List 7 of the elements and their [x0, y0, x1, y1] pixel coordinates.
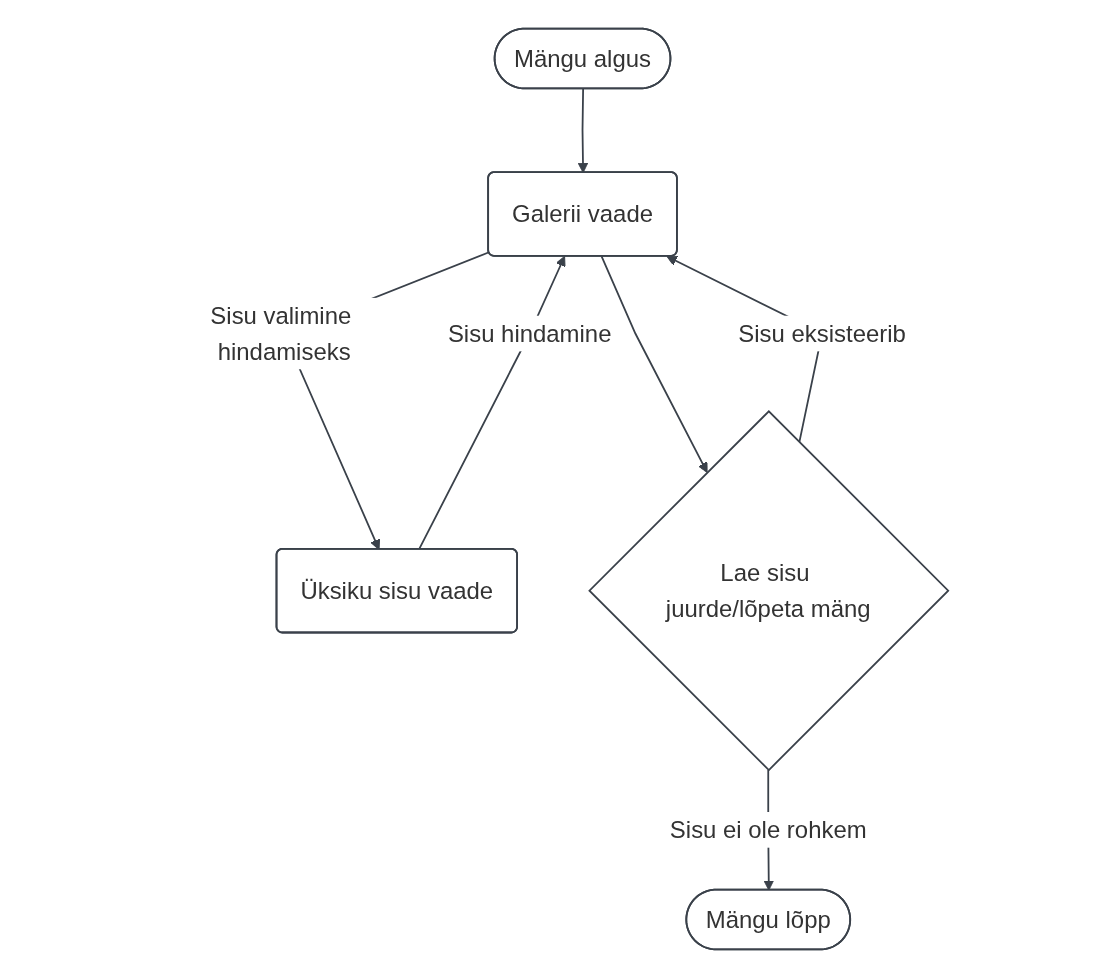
edge-label: Sisu ei ole rohkem — [669, 816, 867, 843]
edge-label: Sisu hindamine — [447, 320, 612, 347]
node-diamond: Lae sisu juurde/lõpeta mäng — [587, 410, 950, 772]
arrow — [577, 88, 588, 174]
arrow — [600, 255, 708, 473]
edge-label: Sisu eksisteerib — [737, 320, 906, 347]
edge-label: Sisu valimine hindamiseks — [209, 302, 351, 365]
